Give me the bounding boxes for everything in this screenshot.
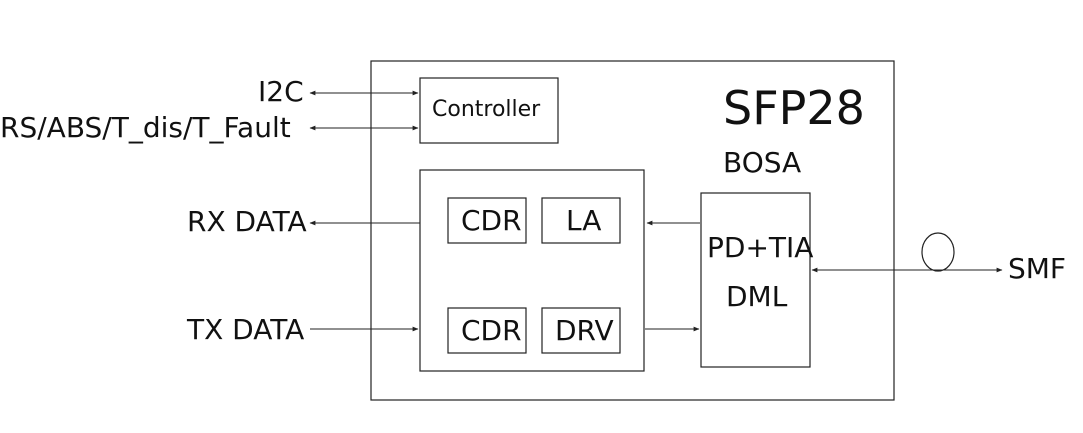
smf-label: SMF bbox=[1008, 252, 1066, 285]
i2c-label: I2C bbox=[258, 75, 304, 108]
la-label: LA bbox=[566, 204, 601, 237]
tx-cdr-box bbox=[447, 307, 527, 354]
ctrl-signals-label: RS/ABS/T_dis/T_Fault bbox=[0, 111, 291, 144]
drv-label: DRV bbox=[555, 314, 614, 347]
sfp28-module-box bbox=[370, 60, 895, 401]
rx-data-label: RX DATA bbox=[187, 205, 307, 238]
tx-data-label: TX DATA bbox=[186, 313, 304, 346]
bosa-pd-tia-label: PD+TIA bbox=[707, 231, 813, 264]
tx-cdr-label: CDR bbox=[461, 314, 522, 347]
controller-label: Controller bbox=[432, 97, 541, 122]
module-title: SFP28 bbox=[723, 81, 865, 135]
drv-box bbox=[541, 307, 621, 354]
bosa-dml-label: DML bbox=[726, 280, 788, 313]
cdr-group-box bbox=[419, 169, 645, 372]
controller-box bbox=[419, 77, 559, 144]
bosa-box bbox=[700, 192, 811, 368]
la-box bbox=[541, 197, 621, 244]
bosa-label: BOSA bbox=[723, 146, 801, 179]
rx-cdr-label: CDR bbox=[461, 204, 522, 237]
fiber-loop-icon bbox=[921, 232, 955, 272]
rx-cdr-box bbox=[447, 197, 527, 244]
